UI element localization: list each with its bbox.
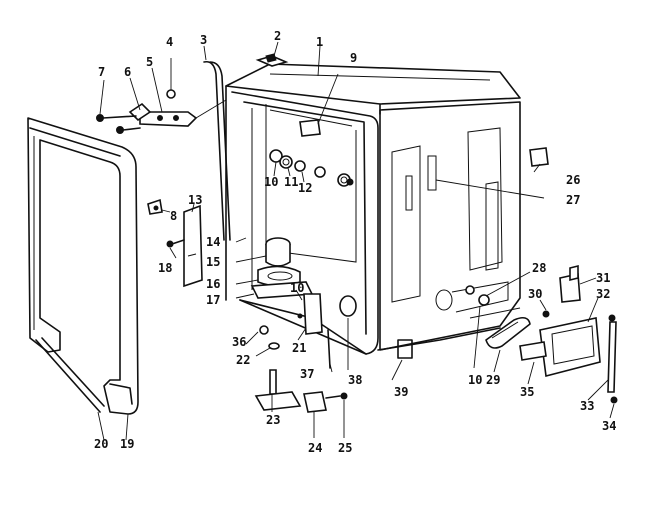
callout-35: 35 <box>520 385 534 399</box>
part-9-nozzle <box>299 73 339 137</box>
callout-3: 3 <box>200 33 207 47</box>
callout-labels: 1 2 3 4 5 6 7 8 9 10 11 12 13 14 15 16 1… <box>94 29 616 455</box>
callout-9: 9 <box>350 51 357 65</box>
part-15-16-17-pump <box>250 237 314 299</box>
part-22-36-small-parts <box>259 325 280 350</box>
part-28-grommet <box>465 285 490 306</box>
part-13-bracket <box>183 204 203 288</box>
callout-18: 18 <box>158 261 172 275</box>
callout-25: 25 <box>338 441 352 455</box>
part-32-35-switch-assembly <box>519 317 601 378</box>
callout-28: 28 <box>532 261 546 275</box>
callout-2: 2 <box>274 29 281 43</box>
callout-15: 15 <box>206 255 220 269</box>
part-33-34-rod <box>607 314 618 404</box>
callout-8: 8 <box>170 209 177 223</box>
callout-7: 7 <box>98 65 105 79</box>
callout-24: 24 <box>308 441 322 455</box>
callout-20: 20 <box>94 437 108 451</box>
callout-32: 32 <box>596 287 610 301</box>
callout-31: 31 <box>596 271 610 285</box>
part-24-25-hinge-pin <box>303 391 348 413</box>
part-3-tube <box>203 60 231 241</box>
part-2-clip <box>255 53 289 67</box>
part-10-11-12-fittings <box>269 149 354 187</box>
callout-11: 11 <box>284 175 298 189</box>
callout-22: 22 <box>236 353 250 367</box>
part-26-clip <box>529 147 549 167</box>
callout-1: 1 <box>316 35 323 49</box>
callout-10-c: 10 <box>468 373 482 387</box>
part-29-oval-gasket <box>485 316 531 349</box>
door-seal-strip <box>35 337 105 413</box>
door-gasket <box>27 117 139 415</box>
callout-23: 23 <box>266 413 280 427</box>
part-30-screw <box>542 310 550 318</box>
callout-26: 26 <box>566 173 580 187</box>
callout-13: 13 <box>188 193 202 207</box>
part-4-screw <box>166 58 176 99</box>
callout-12: 12 <box>298 181 312 195</box>
callout-6: 6 <box>124 65 131 79</box>
callout-29: 29 <box>486 373 500 387</box>
callout-10: 10 <box>264 175 278 189</box>
part-21-bracket <box>297 293 323 335</box>
callout-27: 27 <box>566 193 580 207</box>
callout-4: 4 <box>166 35 173 49</box>
callout-21: 21 <box>292 341 306 355</box>
callout-19: 19 <box>120 437 134 451</box>
tub-body <box>225 63 521 359</box>
part-7-screws <box>96 114 141 134</box>
callout-34: 34 <box>602 419 616 433</box>
callout-33: 33 <box>580 399 594 413</box>
callout-39: 39 <box>394 385 408 399</box>
part-37-38-hardware <box>327 295 357 369</box>
part-18-screw <box>166 239 185 248</box>
callout-16: 16 <box>206 277 220 291</box>
callout-37: 37 <box>300 367 314 381</box>
part-6-hinge-bracket <box>128 99 227 127</box>
callout-30: 30 <box>528 287 542 301</box>
part-23-hinge <box>254 369 302 411</box>
part-31-actuator <box>559 264 581 303</box>
callout-5: 5 <box>146 55 153 69</box>
callout-36: 36 <box>232 335 246 349</box>
leader-lines <box>97 41 615 441</box>
callout-10-b: 10 <box>290 281 304 295</box>
part-8-latch <box>147 198 163 215</box>
callout-14: 14 <box>206 235 220 249</box>
callout-38: 38 <box>348 373 362 387</box>
callout-17: 17 <box>206 293 220 307</box>
